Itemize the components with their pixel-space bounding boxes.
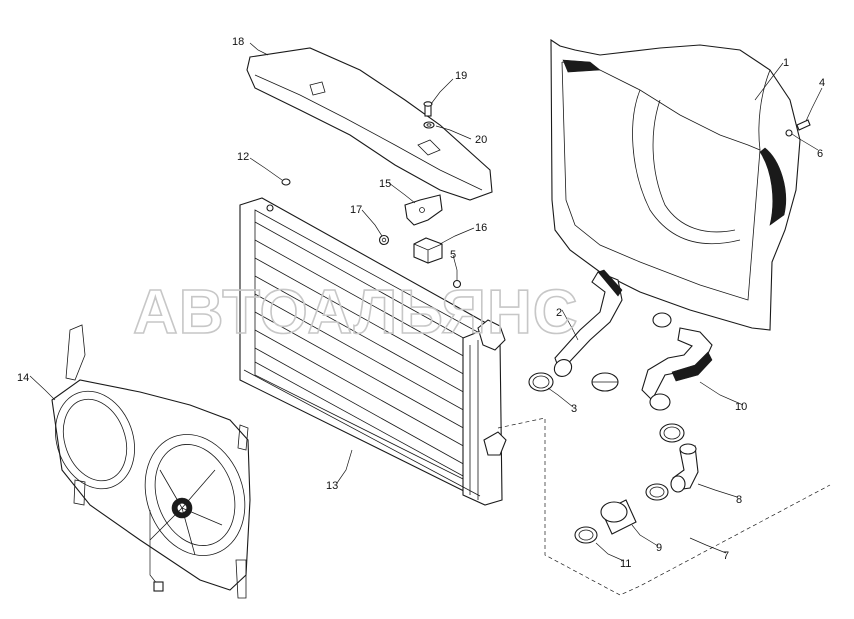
- leader-lines: [29, 42, 823, 562]
- nut-part-17: [378, 234, 390, 246]
- callout-3: 3: [571, 403, 577, 415]
- fan-shroud-part-1: [550, 38, 801, 331]
- callout-8: 8: [736, 494, 742, 506]
- lower-hose-part-10: [641, 312, 713, 411]
- callout-20: 20: [475, 134, 487, 146]
- callout-9: 9: [656, 542, 662, 554]
- callout-17: 17: [350, 204, 362, 216]
- pin-part-12: [281, 178, 291, 186]
- callout-11: 11: [620, 558, 631, 570]
- callout-4: 4: [819, 77, 825, 89]
- callout-6: 6: [817, 148, 823, 160]
- callout-2: 2: [556, 307, 562, 319]
- watermark-text: АВТОАЛЬЯНС: [133, 278, 579, 347]
- grommet-part-6: [785, 129, 793, 137]
- callout-1: 1: [783, 57, 789, 69]
- callout-7: 7: [723, 550, 729, 562]
- elbow-fitting-part-8: [645, 423, 699, 501]
- callout-18: 18: [232, 36, 244, 48]
- callout-19: 19: [455, 70, 467, 82]
- rubber-pad-part-16: [413, 237, 443, 264]
- clip-part-5: [452, 279, 462, 289]
- callout-5: 5: [450, 249, 456, 261]
- bolt-part-19: [423, 101, 433, 117]
- callout-12: 12: [237, 151, 249, 163]
- callout-labels: 1 2 3 4 5 6 7 8 9 10 11 12 13 14 15 16 1…: [17, 36, 825, 570]
- radiator-cap: [591, 372, 619, 392]
- screw-part-4: [796, 119, 811, 131]
- callout-15: 15: [379, 178, 391, 190]
- upper-hose-part-2: [553, 269, 623, 377]
- callout-13: 13: [326, 480, 338, 492]
- hose-set-bracket-7: [497, 417, 831, 596]
- callout-10: 10: [735, 401, 747, 413]
- short-hose-part-9: [600, 499, 637, 535]
- hose-clamp-part-3: [528, 372, 554, 392]
- upper-cover-part-18: [246, 47, 493, 201]
- fan-assembly-part-14: [51, 324, 251, 599]
- radiator-part-13: [239, 197, 507, 506]
- callout-16: 16: [475, 222, 487, 234]
- hose-clamp-part-11: [574, 526, 598, 544]
- callout-14: 14: [17, 372, 29, 384]
- washer-part-20: [423, 121, 435, 129]
